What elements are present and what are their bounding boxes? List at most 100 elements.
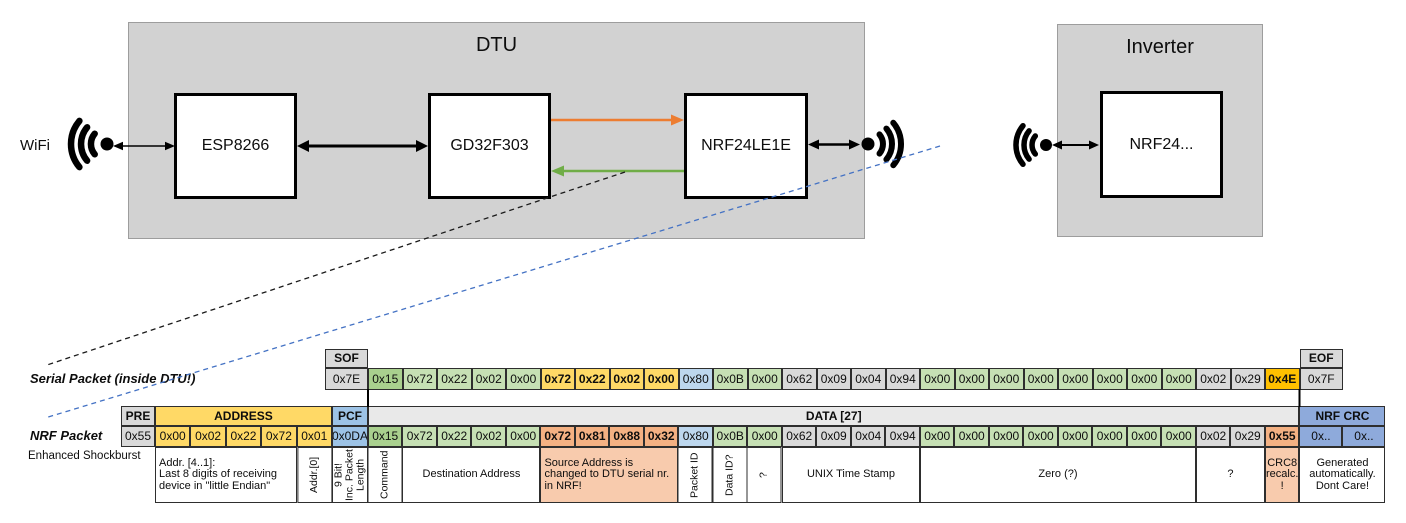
serial-byte-cell: 0x22 [437,368,472,390]
nrf-byte-cell: 0x00 [1161,426,1196,447]
inverter-panel: Inverter [1057,24,1263,237]
nrf-byte-cell: 0x29 [1230,426,1265,447]
nrf-byte-cell: 0x00 [1126,426,1162,447]
nrf-annotation-cell: ? [1195,447,1265,503]
inverter-nrf24-label: NRF24... [1129,135,1194,153]
nrf-byte-cell: 0x80 [678,426,713,447]
serial-byte-cell: 0x7F [1299,368,1343,390]
nrf-packet-label: NRF Packet [30,428,103,443]
nrf-annotation-cell: UNIX Time Stamp [781,447,920,503]
nrf-byte-cell: 0x04 [850,426,886,447]
nrf-byte-cell: 0x00 [1057,426,1093,447]
nrf-annotation-cell: 9 Bit! Inc. Packet Length [331,447,368,503]
nrf-byte-cell: 0x22 [225,426,262,447]
wifi-label: WiFi [20,137,50,154]
nrf-annotation-cell: Addr.[0] [296,447,332,503]
nrf-byte-cell: 0x00 [954,426,989,447]
nrf-byte-cell: 0x00 [747,426,782,447]
nrf-header-cell: ADDRESS [155,406,332,426]
nrf-annotation-cell: Data ID? [712,447,748,503]
nrf-annotation-cell: Zero (?) [919,447,1196,503]
esp8266-label: ESP8266 [201,137,270,154]
nrf-byte-cell: 0x00 [505,426,541,447]
nrf-annotation-cell: Source Address is changed to DTU serial … [540,447,679,503]
serial-byte-cell: 0x22 [575,368,610,390]
serial-byte-cell: 0x29 [1230,368,1265,390]
nrf-byte-cell: 0x55 [121,426,155,447]
nrf-annotation-cell: Addr. [4..1]: Last 8 digits of receiving… [155,447,297,503]
serial-packet-label: Serial Packet (inside DTU!) [30,371,196,386]
nrf-byte-cell: 0x02 [1195,426,1231,447]
serial-byte-cell: 0x72 [540,368,575,390]
serial-byte-cell: 0x00 [1127,368,1162,390]
serial-byte-cell: 0x00 [920,368,955,390]
gd32f303-box: GD32F303 [428,93,551,199]
serial-byte-cell: 0x00 [954,368,989,390]
serial-byte-cell: 0x7E [325,368,368,390]
nrf-header-cell: PCF [331,406,368,426]
serial-byte-cell: 0x15 [368,368,403,390]
serial-byte-cell: 0x00 [747,368,782,390]
serial-byte-cell: 0x00 [1092,368,1127,390]
inverter-nrf24-box: NRF24... [1100,91,1223,198]
nrf-byte-cell: 0x00 [919,426,955,447]
nrf-byte-cell: 0x0DA [331,426,368,447]
nrf-byte-cell: 0x15 [367,426,403,447]
nrf24le1e-box: NRF24LE1E [684,93,808,199]
serial-byte-cell: 0x00 [1023,368,1058,390]
wifi-icon-left [67,117,114,171]
wifi-icon-dtu-right [861,119,905,169]
serial-byte-cell: 0x09 [816,368,851,390]
nrf-byte-cell: 0x09 [816,426,851,447]
nrf-header-cell: PRE [121,406,155,426]
esp8266-box: ESP8266 [174,93,297,199]
serial-byte-cell: 0x72 [402,368,437,390]
inverter-title: Inverter [1126,36,1194,58]
nrf-byte-cell: 0x02 [471,426,506,447]
dtu-title: DTU [475,34,518,56]
serial-byte-cell: 0x0B [713,368,748,390]
nrf-annotation-cell: Destination Address [402,447,541,503]
serial-byte-cell: 0x00 [989,368,1024,390]
nrf-annotation-cell: CRC8 recalc. ! [1264,447,1300,503]
nrf-byte-cell: 0x55 [1264,426,1300,447]
serial-header-cell: SOF [325,349,368,368]
nrf-annotation-cell: Command [367,447,403,503]
nrf-byte-cell: 0x00 [155,426,191,447]
gd32f303-label: GD32F303 [450,137,529,154]
nrf-byte-cell: 0x02 [190,426,226,447]
nrf-byte-cell: 0x0B [712,426,748,447]
serial-byte-cell: 0x80 [678,368,713,390]
serial-byte-cell: 0x94 [885,368,920,390]
nrf-packet-sublabel: Enhanced Shockburst [28,450,141,462]
serial-byte-cell: 0x00 [644,368,679,390]
serial-byte-cell: 0x02 [471,368,506,390]
nrf-byte-cell: 0x62 [781,426,817,447]
nrf-annotation-cell: Packet ID [678,447,713,503]
nrf-byte-cell: 0x81 [574,426,610,447]
nrf-byte-cell: 0x32 [643,426,679,447]
nrf-byte-cell: 0x72 [540,426,575,447]
nrf-annotation-cell: Generated automatically. Dont Care! [1299,447,1386,503]
serial-byte-cell: 0x00 [506,368,541,390]
nrf-byte-cell: 0x01 [296,426,332,447]
serial-byte-cell: 0x4E [1265,368,1300,390]
nrf-byte-cell: 0x00 [988,426,1024,447]
nrf-byte-cell: 0x00 [1023,426,1058,447]
serial-byte-cell: 0x62 [782,368,817,390]
nrf-byte-cell: 0x.. [1299,426,1343,447]
wifi-icon-inverter [1013,122,1052,168]
serial-byte-cell: 0x02 [1196,368,1231,390]
serial-byte-cell: 0x04 [851,368,886,390]
nrf-header-cell: DATA [27] [367,406,1300,426]
serial-byte-cell: 0x00 [1161,368,1196,390]
serial-byte-cell: 0x02 [609,368,644,390]
serial-byte-cell: 0x00 [1058,368,1093,390]
nrf-byte-cell: 0x72 [402,426,437,447]
nrf-byte-cell: 0x00 [1092,426,1127,447]
nrf-byte-cell: 0x94 [885,426,920,447]
nrf-byte-cell: 0x22 [436,426,472,447]
